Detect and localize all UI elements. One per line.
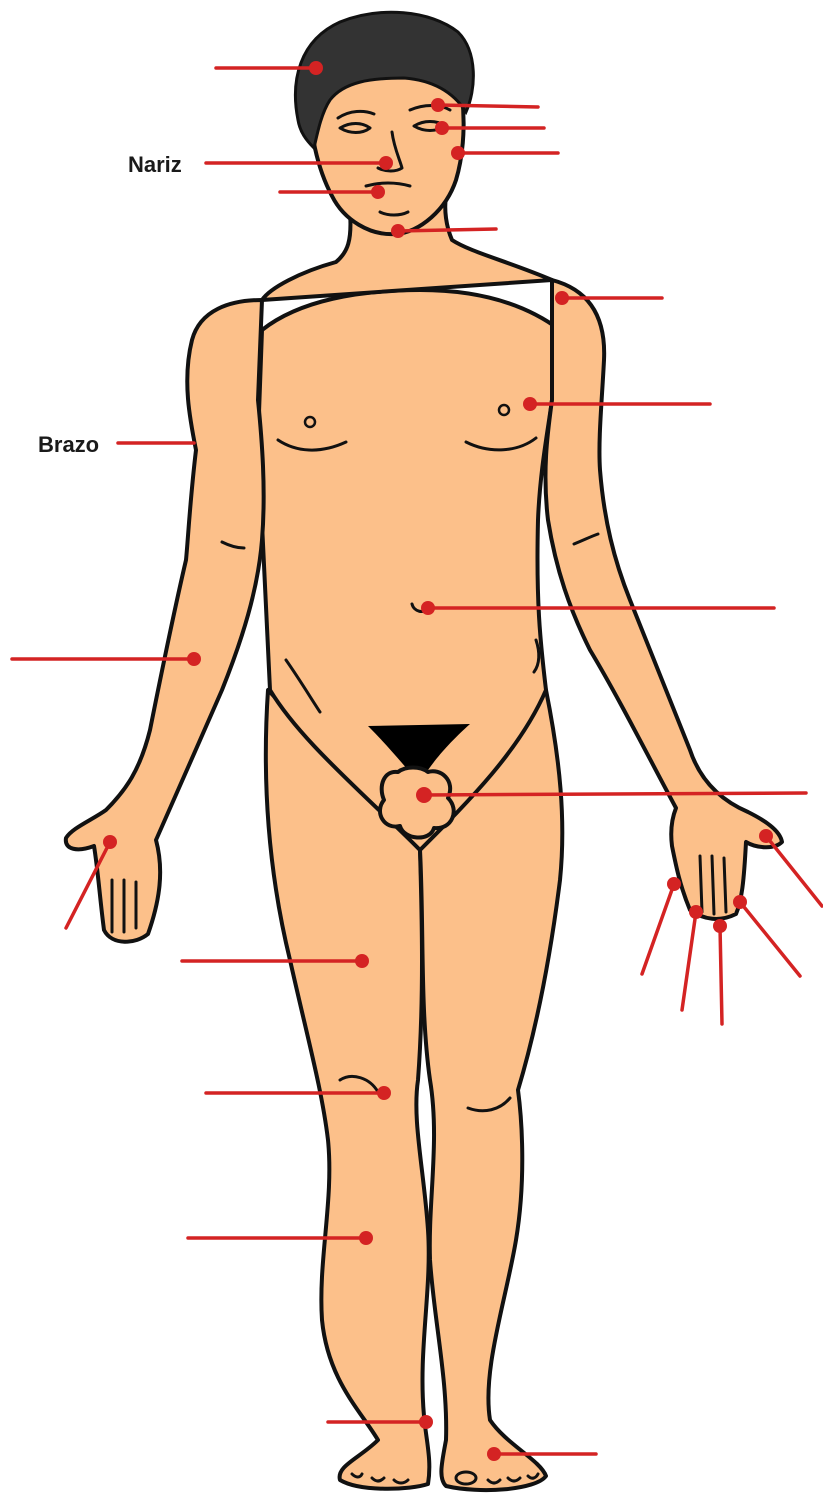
pointer-little-finger [642,884,674,974]
pointer-eyebrow [438,105,538,107]
pointer-ring-finger [682,912,696,1010]
left-arm [66,300,264,942]
dot-ankle [419,1415,433,1429]
genitals [380,768,454,838]
dot-shoulder [555,291,569,305]
label-arm: Brazo [38,432,99,457]
dot-mouth [371,185,385,199]
dot-middle-finger [713,919,727,933]
pointer-genitals [424,793,806,795]
dot-ring-finger [689,905,703,919]
pointer-index-finger [740,902,800,976]
dot-palm [103,835,117,849]
dot-calf [359,1231,373,1245]
dot-chest [523,397,537,411]
dot-hair [309,61,323,75]
pointer-chin [398,229,496,231]
dot-navel [421,601,435,615]
label-nose: Nariz [128,152,182,177]
dot-chin [391,224,405,238]
dot-forearm [187,652,201,666]
dot-eye [435,121,449,135]
dot-foot [487,1447,501,1461]
pointer-thumb [766,836,822,906]
dot-little-finger [667,877,681,891]
dot-eyebrow [431,98,445,112]
dot-thigh [355,954,369,968]
pointer-middle-finger [720,926,722,1024]
dot-genitals [416,787,432,803]
human-figure [66,12,782,1490]
dot-nose [379,156,393,170]
dot-cheek [451,146,465,160]
dot-knee [377,1086,391,1100]
right-arm [545,280,782,919]
dot-index-finger [733,895,747,909]
dot-thumb [759,829,773,843]
